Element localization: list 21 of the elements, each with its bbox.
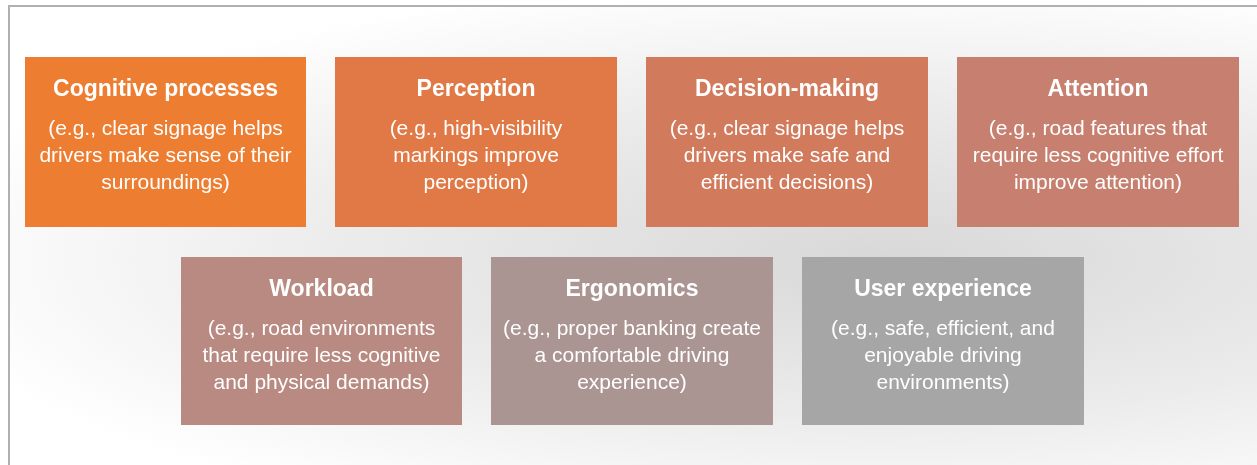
category-box <box>646 57 928 227</box>
box-heading: Cognitive processes <box>53 75 278 102</box>
box-heading: Ergonomics <box>565 275 699 302</box>
box-description: (e.g., road features that require less cognitive effort improve attention) <box>971 115 1225 195</box>
box-heading: User experience <box>854 275 1032 302</box>
category-box <box>491 257 773 425</box>
category-box <box>957 57 1239 227</box>
box-description: (e.g., safe, efficient, and enjoyable driving environments) <box>830 315 1056 395</box>
category-box <box>25 57 306 227</box>
category-box <box>181 257 462 425</box>
box-description: (e.g., proper banking create a comfortable driving experience) <box>502 315 762 395</box>
box-heading: Workload <box>269 275 374 302</box>
box-description: (e.g., high-visibility markings improve perception) <box>388 115 564 195</box>
box-description: (e.g., clear signage helps drivers make safe and efficient decisions) <box>668 115 906 195</box>
box-description: (e.g., clear signage helps drivers make sense of their surroundings) <box>38 115 293 195</box>
box-description: (e.g., road environments that require less cognitive and physical demands) <box>201 315 442 395</box>
category-box <box>802 257 1084 425</box>
category-box <box>335 57 617 227</box>
box-heading: Perception <box>416 75 536 102</box>
box-heading: Attention <box>1047 75 1149 102</box>
box-heading: Decision-making <box>694 75 879 102</box>
